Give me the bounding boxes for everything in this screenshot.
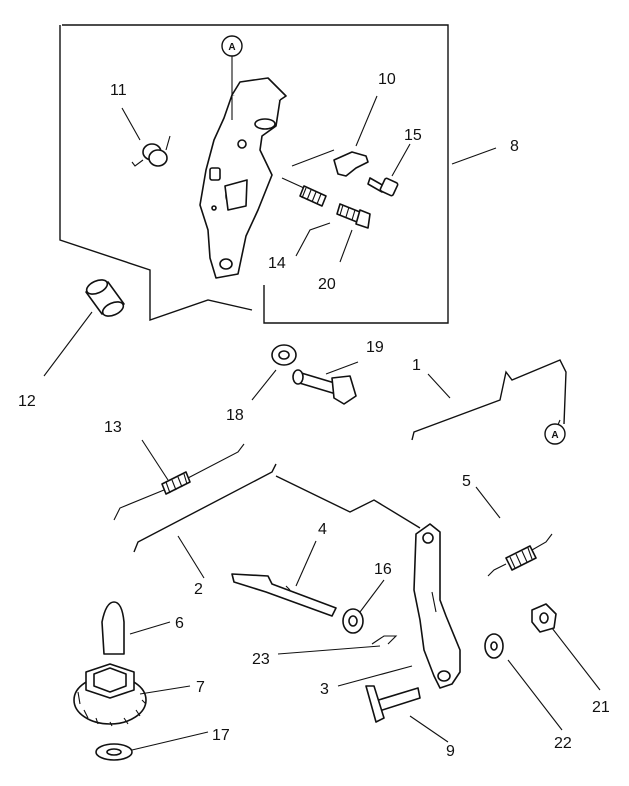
bolt-9: [365, 685, 421, 723]
spring-14: [281, 177, 327, 207]
bolt-19: [292, 369, 357, 405]
lever-3: [413, 523, 461, 689]
label-8: 8: [510, 138, 519, 155]
rod-1: [411, 359, 567, 441]
callout-a-right: A: [544, 423, 566, 445]
washer-18: [271, 344, 297, 366]
cap-6: [101, 601, 125, 655]
svg-text:A: A: [551, 430, 558, 441]
label-22: 22: [554, 735, 572, 752]
label-2: 2: [194, 581, 203, 598]
label-5: 5: [462, 473, 471, 490]
label-7: 7: [196, 679, 205, 696]
spring-13: [113, 443, 245, 521]
screw-15: [367, 177, 399, 197]
label-3: 3: [320, 681, 329, 698]
label-19: 19: [366, 339, 384, 356]
washer-22: [484, 633, 504, 659]
callout-a-top: A: [221, 35, 243, 57]
label-21: 21: [592, 699, 610, 716]
shaft-4: [231, 573, 337, 617]
label-14: 14: [268, 255, 286, 272]
label-15: 15: [404, 127, 422, 144]
label-10: 10: [378, 71, 396, 88]
label-1: 1: [412, 357, 421, 374]
label-23: 23: [252, 651, 270, 668]
gear-7: [73, 663, 147, 727]
label-16: 16: [374, 561, 392, 578]
label-4: 4: [318, 521, 327, 538]
svg-text:A: A: [228, 42, 235, 53]
label-6: 6: [175, 615, 184, 632]
label-17: 17: [212, 727, 230, 744]
screw-20: [336, 203, 371, 229]
washer-16: [342, 608, 364, 634]
assembly-frame: [59, 24, 449, 324]
clip-23: [371, 635, 398, 645]
clip-10: [333, 151, 369, 177]
bushing-12: [85, 279, 125, 317]
rod-2: [133, 463, 277, 553]
spring-11: [131, 135, 171, 167]
label-9: 9: [446, 743, 455, 760]
label-13: 13: [104, 419, 122, 436]
label-12: 12: [18, 393, 36, 410]
label-18: 18: [226, 407, 244, 424]
leader-lines: [43, 56, 601, 751]
spring-5: [487, 533, 553, 577]
label-20: 20: [318, 276, 336, 293]
nut-21: [531, 603, 557, 633]
washer-17: [95, 743, 133, 761]
control-bracket: [199, 77, 287, 279]
label-11: 11: [110, 82, 127, 99]
